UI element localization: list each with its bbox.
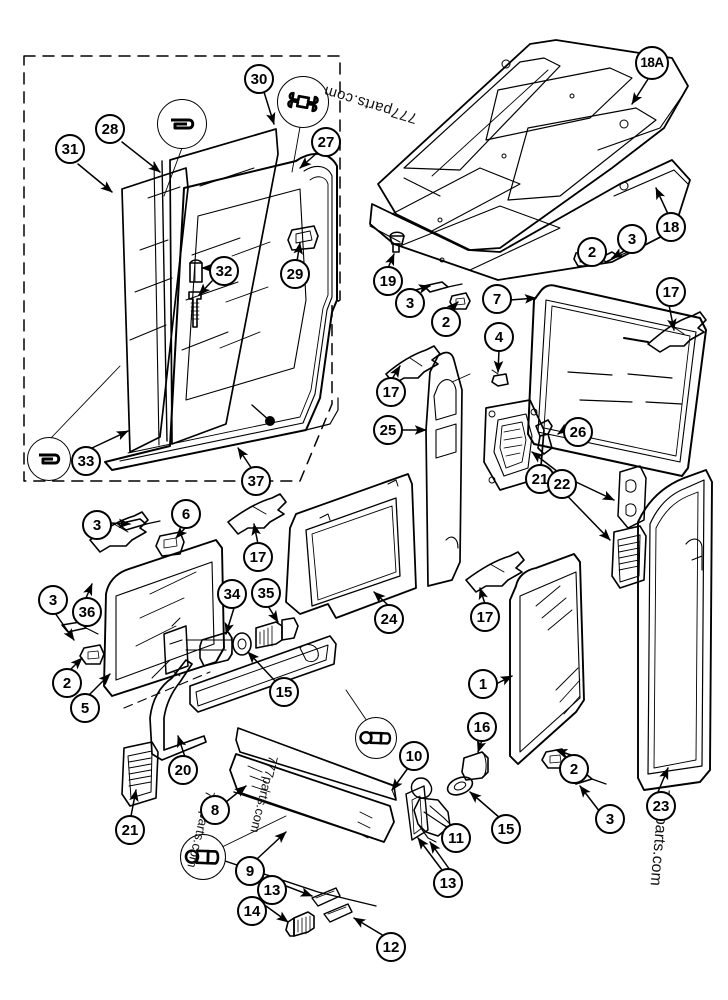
- part-3-screw-door-top: [117, 518, 161, 531]
- callout-26[interactable]: 26: [563, 417, 593, 447]
- callout-7[interactable]: 7: [482, 284, 512, 314]
- part-21-connector-upper: [611, 525, 647, 589]
- callout-17b[interactable]: 17: [376, 377, 406, 407]
- callout-30[interactable]: 30: [244, 64, 274, 94]
- part-3-screw-centre: [423, 281, 463, 293]
- part-door-latch-block: [123, 617, 233, 709]
- part-19-plug: [389, 231, 405, 253]
- callout-23[interactable]: 23: [646, 791, 676, 821]
- callout-22[interactable]: 22: [547, 469, 577, 499]
- part-7-rear-window: [527, 284, 707, 477]
- callout-2b[interactable]: 2: [431, 307, 461, 337]
- detail-circle-clip-top: [277, 76, 329, 128]
- callout-4[interactable]: 4: [484, 322, 514, 352]
- callout-6[interactable]: 6: [171, 499, 201, 529]
- callout-17c[interactable]: 17: [243, 542, 273, 572]
- callout-3c[interactable]: 3: [82, 510, 112, 540]
- callout-19[interactable]: 19: [373, 266, 403, 296]
- callout-29[interactable]: 29: [280, 259, 310, 289]
- callout-13a[interactable]: 13: [257, 875, 287, 905]
- group-boundary-dashed: [23, 55, 341, 482]
- part-18-roof-lower: [369, 159, 691, 281]
- callout-15b[interactable]: 15: [491, 814, 521, 844]
- part-4-clip: [491, 369, 509, 387]
- callout-17d[interactable]: 17: [470, 602, 500, 632]
- callout-24[interactable]: 24: [374, 604, 404, 634]
- part-35-bolt: [255, 617, 299, 649]
- latch-lower-detail-icon: [39, 453, 61, 465]
- callout-21b[interactable]: 21: [115, 815, 145, 845]
- callout-18[interactable]: 18: [656, 212, 686, 242]
- callout-37[interactable]: 37: [241, 466, 271, 496]
- callout-2c[interactable]: 2: [52, 668, 82, 698]
- part-22-catch-plate: [617, 465, 647, 529]
- callout-5[interactable]: 5: [70, 693, 100, 723]
- part-9-trim-edge: [191, 791, 385, 907]
- callout-13b[interactable]: 13: [433, 868, 463, 898]
- part-15-washer-door: [232, 632, 252, 656]
- part-6-bracket: [155, 531, 185, 557]
- callout-1[interactable]: 1: [468, 669, 498, 699]
- part-23-corner-post: [637, 469, 713, 791]
- part-12-clip: [323, 903, 353, 923]
- hinge-left-detail-icon: [184, 849, 220, 865]
- callout-28[interactable]: 28: [95, 114, 125, 144]
- callout-10[interactable]: 10: [399, 741, 429, 771]
- part-28-divider: [153, 160, 168, 446]
- callout-35[interactable]: 35: [251, 578, 281, 608]
- part-25-pillar-trim: [425, 351, 471, 587]
- callout-25[interactable]: 25: [373, 415, 403, 445]
- part-30-glass-inner: [169, 128, 279, 445]
- part-29-latch-clip: [287, 225, 319, 251]
- callout-2d[interactable]: 2: [559, 754, 589, 784]
- part-32-bushing-bolt: [189, 259, 203, 283]
- part-17-strip-centre: [385, 345, 441, 385]
- part-31-glass-outer: [121, 167, 189, 453]
- detail-circle-hinge-left: [180, 834, 226, 880]
- leader-lines: [50, 75, 677, 937]
- callout-12[interactable]: 12: [376, 932, 406, 962]
- detail-circle-latch-lower: [27, 437, 71, 481]
- callout-3b[interactable]: 3: [395, 288, 425, 318]
- callout-16[interactable]: 16: [467, 712, 497, 742]
- callout-32[interactable]: 32: [209, 256, 239, 286]
- part-17-strip-glass1: [465, 551, 525, 593]
- part-26-screw: [535, 419, 553, 455]
- callout-27[interactable]: 27: [311, 127, 341, 157]
- callout-36[interactable]: 36: [72, 597, 102, 627]
- clip-detail-icon: [287, 91, 319, 113]
- hinge-detail-icon: [359, 730, 392, 745]
- detail-circle-latch-upper: [157, 99, 207, 149]
- latch-detail-icon: [171, 118, 195, 130]
- part-15-washer-lower: [446, 776, 474, 796]
- callout-15a[interactable]: 15: [269, 677, 299, 707]
- part-10-upper-trim: [235, 727, 397, 801]
- callout-34[interactable]: 34: [217, 579, 247, 609]
- part-13-clip-left: [311, 887, 341, 907]
- part-17-strip-doorright: [227, 493, 287, 535]
- callout-3a[interactable]: 3: [617, 224, 647, 254]
- callout-31[interactable]: 31: [55, 134, 85, 164]
- callout-3d[interactable]: 3: [38, 585, 68, 615]
- callout-8[interactable]: 8: [200, 795, 230, 825]
- callout-20[interactable]: 20: [168, 755, 198, 785]
- callout-18A[interactable]: 18A: [635, 46, 669, 80]
- callout-11[interactable]: 11: [441, 823, 471, 853]
- part-door-lower-rail: [189, 635, 337, 713]
- detail-circle-hinge-right: [355, 717, 397, 759]
- part-1-door-glass-right: [509, 553, 585, 765]
- part-20-door-frame: [149, 659, 207, 761]
- part-5-door-glass: [103, 539, 225, 697]
- callout-2a[interactable]: 2: [577, 237, 607, 267]
- part-14-bolt: [285, 911, 315, 937]
- part-27-37-window-frame: [104, 153, 339, 471]
- part-24-quarter-panel: [285, 473, 417, 619]
- callout-3e[interactable]: 3: [595, 804, 625, 834]
- callout-17a[interactable]: 17: [656, 277, 686, 307]
- callout-33[interactable]: 33: [71, 446, 101, 476]
- callout-14[interactable]: 14: [237, 896, 267, 926]
- part-16-bushing: [461, 751, 489, 781]
- part-2-nut-door: [79, 644, 105, 665]
